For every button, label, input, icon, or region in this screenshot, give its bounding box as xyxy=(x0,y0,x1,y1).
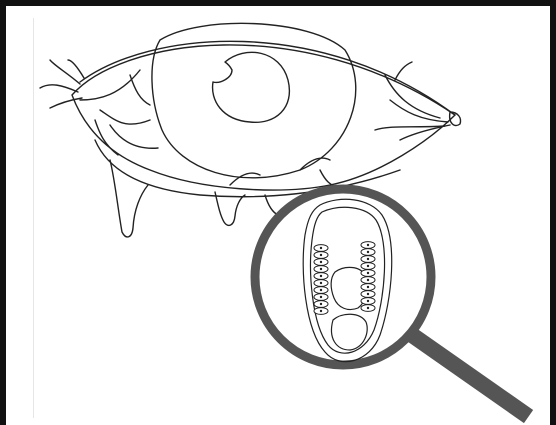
lash-3 xyxy=(68,60,84,78)
vessel-right-1 xyxy=(385,75,440,118)
magnifier-lens xyxy=(255,189,431,365)
vessel-left-5 xyxy=(130,75,150,105)
drip-left xyxy=(110,160,148,237)
pupil xyxy=(213,52,290,122)
iris xyxy=(152,23,356,177)
eye-outline xyxy=(72,45,455,190)
vessel-right-5 xyxy=(395,62,412,80)
drip-right xyxy=(265,195,278,215)
vessel-left-3 xyxy=(110,125,158,148)
lash-2 xyxy=(50,60,80,84)
vessel-left-1 xyxy=(80,70,140,100)
lash-1 xyxy=(40,85,78,92)
magnifier-handle xyxy=(405,330,522,412)
upper-lid-line xyxy=(80,41,455,115)
vessel-lower-1 xyxy=(230,173,260,185)
vessel-left-2 xyxy=(100,110,150,124)
